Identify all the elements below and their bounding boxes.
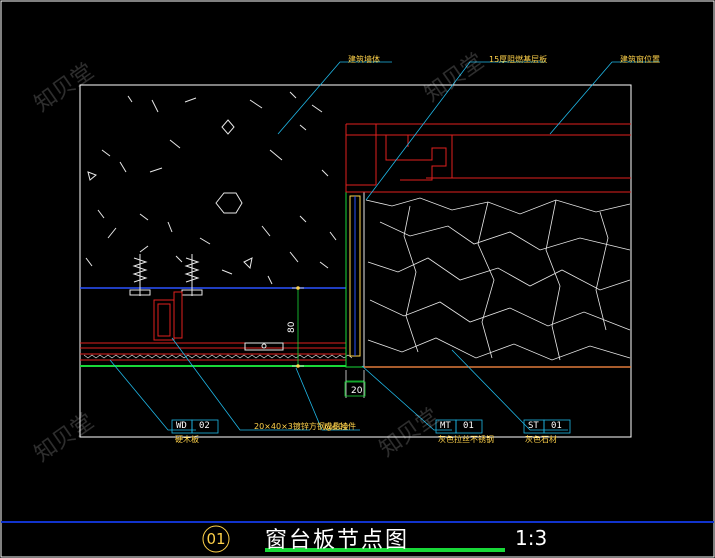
tag-mt-num: 01 (463, 421, 474, 431)
label-hanger: 成品挂件 (324, 422, 356, 431)
wall-base-board (345, 191, 365, 368)
concrete-hatch (85, 91, 337, 285)
label-wall: 建筑墙体 (348, 55, 380, 64)
tag-mt-code: MT (440, 421, 451, 431)
drawing-frame (79, 84, 632, 438)
anchor-bolts (129, 254, 203, 296)
galvanized-steel (153, 291, 183, 341)
dim-80-text: 80 (287, 321, 297, 333)
leader-lines (109, 61, 660, 431)
tag-st-num: 01 (551, 421, 562, 431)
floor-layers (80, 342, 353, 367)
stone-sill (364, 197, 631, 368)
window-frame (345, 123, 631, 193)
label-steel: 20×40×3镀锌方钢@600 (254, 422, 349, 431)
tag-wd-code: WD (176, 421, 187, 431)
label-metal: 灰色拉丝不锈钢 (438, 435, 494, 444)
tag-st-code: ST (528, 421, 539, 431)
label-window-position: 建筑窗位置 (620, 55, 660, 64)
drawing-title: 窗台板节点图 (265, 528, 410, 553)
tag-wd-num: 02 (199, 421, 210, 431)
label-base-board: 15厚阻燃基层板 (489, 55, 548, 64)
label-stone: 灰色石材 (525, 435, 557, 444)
drawing-scale: 1:3 (515, 526, 548, 550)
title-number: 01 (206, 530, 226, 548)
dimension-20 (344, 370, 366, 398)
title-number-circle (202, 525, 230, 553)
label-wood-floor: 硬木板 (175, 435, 199, 444)
dim-20-text: 20 (351, 386, 363, 396)
dimension-80 (292, 286, 304, 368)
tag-boxes (171, 419, 571, 434)
